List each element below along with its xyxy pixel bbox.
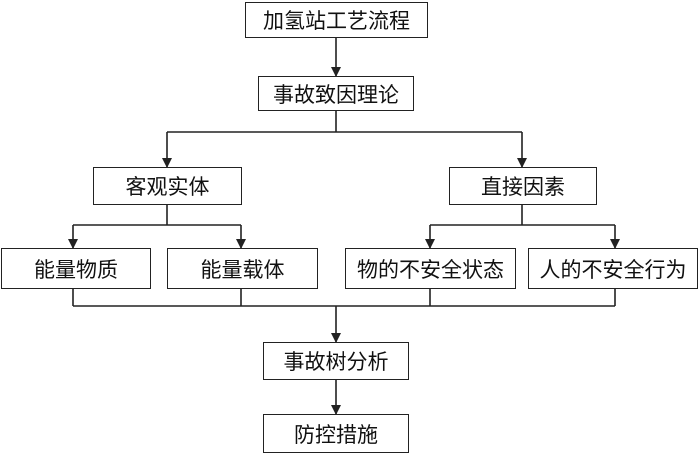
- node-prevention: 防控措施: [263, 414, 409, 453]
- node-unsafe-behavior: 人的不安全行为: [528, 248, 698, 289]
- node-fault-tree: 事故树分析: [263, 342, 409, 380]
- node-direct: 直接因素: [449, 167, 597, 205]
- node-theory: 事故致因理论: [258, 76, 414, 111]
- node-objective: 客观实体: [93, 167, 242, 205]
- node-unsafe-state: 物的不安全状态: [345, 248, 516, 289]
- node-process: 加氢站工艺流程: [245, 2, 428, 38]
- node-energy-material: 能量物质: [1, 248, 151, 289]
- node-energy-carrier: 能量载体: [167, 248, 318, 289]
